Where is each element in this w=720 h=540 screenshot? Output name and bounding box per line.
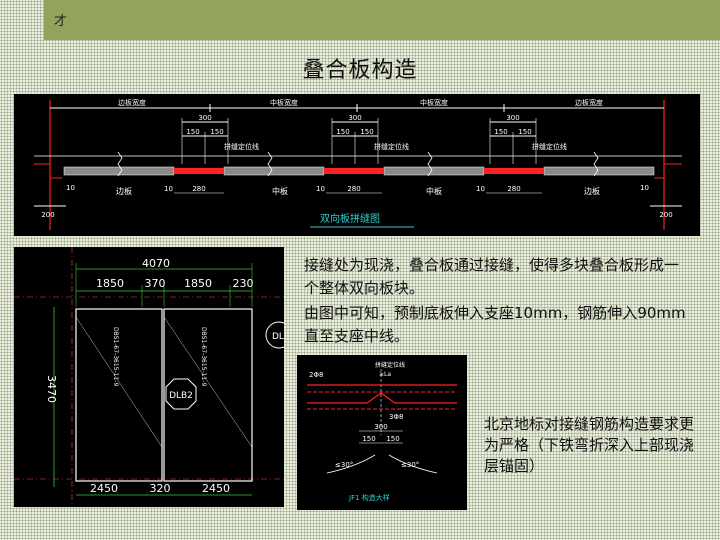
precast-slab-1 — [75, 308, 163, 482]
detail-angle-right: ≤30° — [401, 461, 419, 469]
slab-tag-1: DLB2 — [169, 391, 193, 401]
dim-1850: 1850 — [184, 277, 212, 290]
dim-200-left: 200 — [41, 211, 54, 219]
seam-dim-group-3: 300 150 150 拼缝定位线 — [489, 114, 567, 164]
dim-10-right: 10 — [640, 184, 649, 192]
dim-150: 150 — [518, 128, 531, 136]
paragraph-2: 由图中可知，预制底板伸入支座10mm，钢筋伸入90mm直至支座中线。 — [304, 304, 686, 345]
seam-strip — [484, 168, 544, 174]
paragraph-1: 接缝处为现浇，叠合板通过接缝，使得多块叠合板形成一个整体双向板块。 — [304, 256, 680, 297]
dim-total: 4070 — [142, 257, 170, 270]
slab-tag-2: DLB — [272, 332, 284, 342]
dim-10: 10 — [476, 185, 485, 193]
explanation-text: 接缝处为现浇，叠合板通过接缝，使得多块叠合板形成一个整体双向板块。 由图中可知，… — [304, 254, 690, 350]
dim-280: 280 — [192, 185, 205, 193]
seam-layout-drawing: 边板宽度 中板宽度 中板宽度 边板宽度 300 150 150 拼缝定位线 30… — [14, 94, 700, 236]
span-mid1-label: 中板宽度 — [270, 98, 298, 107]
dim-1850: 1850 — [96, 277, 124, 290]
dim-200-right: 200 — [659, 211, 672, 219]
seam-dim-group-1: 300 150 150 拼缝定位线 — [181, 114, 259, 164]
dim-150: 150 — [360, 128, 373, 136]
detail-dim-150: 150 — [386, 435, 399, 443]
seam-line-label: 拼缝定位线 — [374, 142, 409, 151]
header-bar: 才 — [44, 0, 720, 40]
dim-10: 10 — [164, 185, 173, 193]
dim-150: 150 — [186, 128, 199, 136]
dim-150: 150 — [494, 128, 507, 136]
precast-board — [543, 166, 655, 176]
dim-300: 300 — [198, 114, 211, 122]
span-mid2-label: 中板宽度 — [420, 98, 448, 107]
slab-code-2: DBS1-67-3615-11-9 — [200, 327, 207, 386]
dim-150: 150 — [210, 128, 223, 136]
beijing-standard-note: 北京地标对接缝钢筋构造要求更为严格（下铁弯折深入上部现浇层锚固） — [484, 415, 695, 475]
slab-plan-drawing: 4070 1850 370 1850 230 3470 DBS1-67-3615… — [14, 247, 284, 507]
dim-370: 370 — [145, 277, 166, 290]
dim-320: 320 — [150, 482, 171, 495]
header-mark: 才 — [54, 14, 68, 29]
detail-dim-150: 150 — [362, 435, 375, 443]
dim-2450: 2450 — [90, 482, 118, 495]
precast-board — [383, 166, 485, 176]
dim-300: 300 — [348, 114, 361, 122]
detail-lap: ≥La — [379, 371, 391, 378]
detail-angle-left: ≤30° — [335, 461, 353, 469]
slab-code-1: DBS1-67-3615-11-9 — [112, 327, 119, 386]
detail-seam-line: 拼缝定位线 — [375, 361, 405, 369]
detail-dim-300: 300 — [374, 423, 387, 431]
edge-board-label: 边板 — [584, 186, 600, 196]
top-drawing-caption: 双向板拼缝图 — [320, 212, 380, 225]
detail-bar-3phi8: 3Φ8 — [389, 413, 403, 421]
dim-2450: 2450 — [202, 482, 230, 495]
seam-rebar-detail-drawing: 拼缝定位线 ≥La 2Φ8 3Φ8 300 150 150 ≤30° ≤30° … — [297, 355, 467, 510]
seam-line-label: 拼缝定位线 — [532, 142, 567, 151]
dim-150: 150 — [336, 128, 349, 136]
mid-board-label: 中板 — [426, 186, 442, 196]
dim-3470: 3470 — [45, 375, 58, 403]
seam-strip — [174, 168, 224, 174]
dim-280: 280 — [507, 185, 520, 193]
dim-10-left: 10 — [66, 184, 75, 192]
detail-bar-2phi8: 2Φ8 — [309, 371, 323, 379]
edge-board-label: 边板 — [116, 186, 132, 196]
detail-caption: JF1 构造大样 — [348, 493, 390, 502]
slide-title: 叠合板构造 — [302, 58, 418, 83]
span-right-label: 边板宽度 — [575, 98, 603, 107]
precast-board — [223, 166, 325, 176]
dim-10: 10 — [316, 185, 325, 193]
dim-230: 230 — [233, 277, 254, 290]
span-left-label: 边板宽度 — [118, 98, 146, 107]
dim-280: 280 — [347, 185, 360, 193]
precast-slab-2 — [163, 308, 253, 482]
seam-strip — [324, 168, 384, 174]
dim-300: 300 — [506, 114, 519, 122]
seam-line-label: 拼缝定位线 — [224, 142, 259, 151]
mid-board-label: 中板 — [272, 186, 288, 196]
seam-dim-group-2: 300 150 150 拼缝定位线 — [331, 114, 409, 164]
